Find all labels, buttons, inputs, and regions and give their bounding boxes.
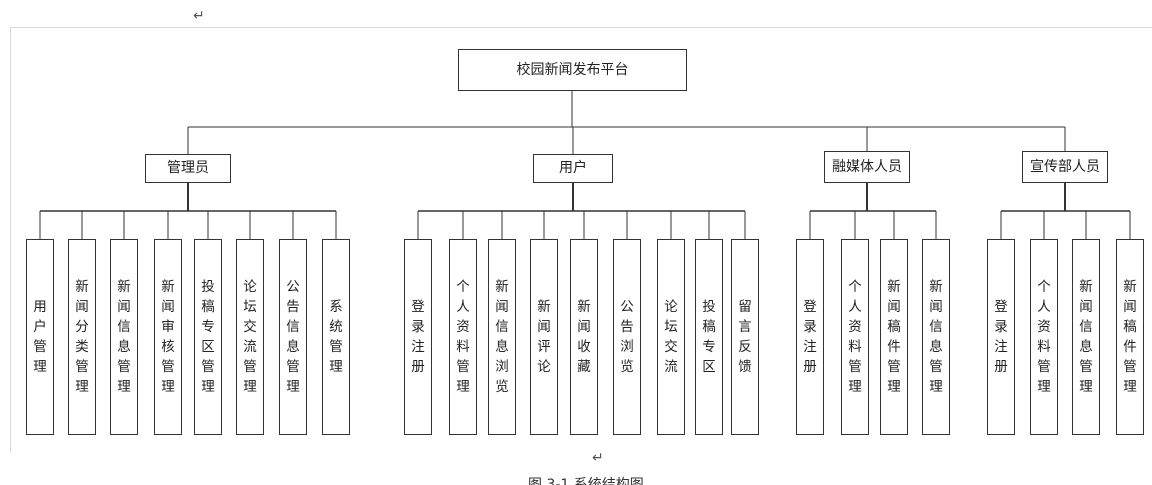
leaf-node: 用户管理 <box>26 239 54 435</box>
leaf-label: 新闻审核管理 <box>161 279 175 395</box>
leaf-node: 投稿专区 <box>695 239 723 435</box>
leaf-label: 新闻信息管理 <box>929 279 943 395</box>
leaf-label: 留言反馈 <box>738 299 752 375</box>
return-mark-bottom: ↵ <box>592 450 604 466</box>
leaf-label: 个人资料管理 <box>456 279 470 395</box>
leaf-node: 论坛交流 <box>657 239 685 435</box>
leaf-label: 新闻信息管理 <box>1079 279 1093 395</box>
leaf-label: 公告浏览 <box>620 299 634 375</box>
leaf-label: 用户管理 <box>33 299 47 375</box>
leaf-label: 新闻信息浏览 <box>495 279 509 395</box>
leaf-label: 投稿专区 <box>702 299 716 375</box>
leaf-node: 个人资料管理 <box>1030 239 1058 435</box>
leaf-node: 新闻稿件管理 <box>880 239 908 435</box>
leaf-label: 登录注册 <box>803 299 817 375</box>
leaf-node: 个人资料管理 <box>449 239 477 435</box>
leaf-label: 登录注册 <box>411 299 425 375</box>
frame-left-border <box>10 27 11 453</box>
leaf-label: 新闻稿件管理 <box>1123 279 1137 395</box>
leaf-node: 新闻信息管理 <box>1072 239 1100 435</box>
leaf-node: 新闻稿件管理 <box>1116 239 1144 435</box>
leaf-label: 新闻稿件管理 <box>887 279 901 395</box>
leaf-node: 系统管理 <box>322 239 350 435</box>
group-node-publicity-staff: 宣传部人员 <box>1022 151 1108 183</box>
frame-top-border <box>10 27 1152 28</box>
return-mark-top: ↵ <box>193 8 205 24</box>
leaf-label: 系统管理 <box>329 299 343 375</box>
leaf-label: 论坛交流管理 <box>243 279 257 395</box>
leaf-node: 登录注册 <box>796 239 824 435</box>
leaf-node: 留言反馈 <box>731 239 759 435</box>
leaf-node: 新闻分类管理 <box>68 239 96 435</box>
leaf-node: 新闻信息浏览 <box>488 239 516 435</box>
group-node-user: 用户 <box>533 154 613 183</box>
group-node-media-staff: 融媒体人员 <box>824 151 910 183</box>
group-node-admin: 管理员 <box>145 154 231 183</box>
root-node: 校园新闻发布平台 <box>458 49 687 91</box>
leaf-node: 登录注册 <box>987 239 1015 435</box>
leaf-node: 投稿专区管理 <box>194 239 222 435</box>
leaf-node: 公告浏览 <box>613 239 641 435</box>
leaf-label: 论坛交流 <box>664 299 678 375</box>
leaf-node: 论坛交流管理 <box>236 239 264 435</box>
leaf-label: 新闻评论 <box>537 299 551 375</box>
leaf-label: 新闻收藏 <box>577 299 591 375</box>
group-label: 宣传部人员 <box>1030 158 1100 175</box>
leaf-node: 新闻信息管理 <box>110 239 138 435</box>
leaf-node: 新闻评论 <box>530 239 558 435</box>
leaf-node: 登录注册 <box>404 239 432 435</box>
leaf-node: 新闻收藏 <box>570 239 598 435</box>
leaf-label: 个人资料管理 <box>848 279 862 395</box>
leaf-node: 新闻信息管理 <box>922 239 950 435</box>
group-label: 融媒体人员 <box>832 158 902 175</box>
figure-caption: 图 3-1 系统结构图 <box>528 477 644 485</box>
leaf-node: 新闻审核管理 <box>154 239 182 435</box>
leaf-node: 公告信息管理 <box>279 239 307 435</box>
leaf-label: 新闻信息管理 <box>117 279 131 395</box>
leaf-node: 个人资料管理 <box>841 239 869 435</box>
leaf-label: 公告信息管理 <box>286 279 300 395</box>
leaf-label: 个人资料管理 <box>1037 279 1051 395</box>
leaf-label: 新闻分类管理 <box>75 279 89 395</box>
leaf-label: 投稿专区管理 <box>201 279 215 395</box>
leaf-label: 登录注册 <box>994 299 1008 375</box>
